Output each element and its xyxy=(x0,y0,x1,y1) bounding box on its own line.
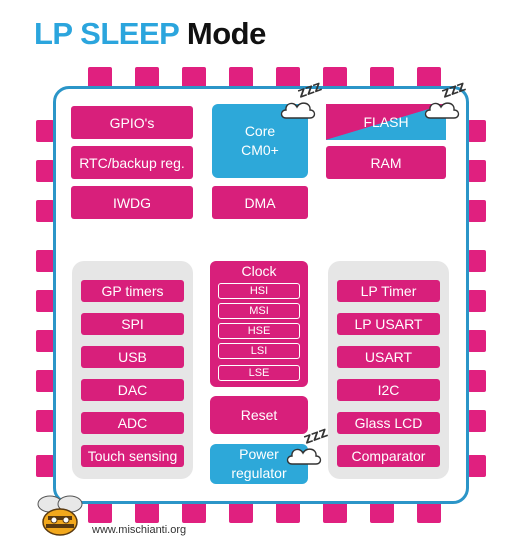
lp-usart-block: LP USART xyxy=(337,313,440,335)
chip-pin xyxy=(36,410,54,432)
clock-title: Clock xyxy=(241,263,277,279)
chip-pin xyxy=(370,502,394,523)
sleep-text: ZZZ xyxy=(441,82,466,101)
rtc-backup-block: RTC/backup reg. xyxy=(71,146,193,179)
bee-logo-icon xyxy=(37,495,83,536)
glass-lcd-block: Glass LCD xyxy=(337,412,440,434)
chip-pin xyxy=(468,200,486,222)
chip-pin xyxy=(276,502,300,523)
core-name: CM0+ xyxy=(241,142,279,158)
chip-pin xyxy=(88,67,112,88)
flash-block: FLASH xyxy=(326,104,446,140)
chip-pin xyxy=(36,200,54,222)
chip-pin xyxy=(135,502,159,523)
comparator-block: Comparator xyxy=(337,445,440,467)
website-url: www.mischianti.org xyxy=(92,524,187,536)
chip-pin xyxy=(468,290,486,312)
chip-pin xyxy=(323,67,347,88)
chip-pin xyxy=(468,410,486,432)
ram-block: RAM xyxy=(326,146,446,179)
gp-timers-block: GP timers xyxy=(81,280,184,302)
power-label: Power xyxy=(239,446,279,462)
chip-pin xyxy=(468,370,486,392)
chip-pin xyxy=(36,330,54,352)
chip-pin xyxy=(468,330,486,352)
lsi-oscillator: LSI xyxy=(218,343,300,359)
sleep-cloud-icon: ZZZ xyxy=(424,82,466,119)
sleep-text: ZZZ xyxy=(297,82,322,101)
flash-label: FLASH xyxy=(363,114,409,130)
dma-block: DMA xyxy=(212,186,308,219)
hsi-oscillator: HSI xyxy=(218,283,300,299)
core-label: Core xyxy=(244,123,276,139)
chip-pin xyxy=(468,250,486,272)
lp-timer-block: LP Timer xyxy=(337,280,440,302)
clock-block: Clock HSI MSI HSE LSI LSE xyxy=(210,261,308,387)
chip-pin xyxy=(468,160,486,182)
sleep-text: ZZZ xyxy=(303,428,328,447)
chip-pin xyxy=(36,160,54,182)
chip-pin xyxy=(135,67,159,88)
chip-pin xyxy=(468,120,486,142)
dac-block: DAC xyxy=(81,379,184,401)
chip-pin xyxy=(182,67,206,88)
i2c-block: I2C xyxy=(337,379,440,401)
chip-pin xyxy=(468,455,486,477)
chip-pin xyxy=(229,67,253,88)
title-mode-name: LP SLEEP xyxy=(34,16,179,51)
chip-pin xyxy=(417,502,441,523)
chip-pin xyxy=(276,67,300,88)
touch-sensing-block: Touch sensing xyxy=(81,445,184,467)
reset-block: Reset xyxy=(210,396,308,434)
title-mode-word: Mode xyxy=(186,16,266,51)
chip-pin xyxy=(36,290,54,312)
usart-block: USART xyxy=(337,346,440,368)
chip-pin xyxy=(370,67,394,88)
spi-block: SPI xyxy=(81,313,184,335)
hse-oscillator: HSE xyxy=(218,323,300,339)
chip-pin xyxy=(88,502,112,523)
chip-pin xyxy=(36,455,54,477)
page-title: LP SLEEP Mode xyxy=(34,16,266,52)
msi-oscillator: MSI xyxy=(218,303,300,319)
usb-block: USB xyxy=(81,346,184,368)
chip-pin xyxy=(36,120,54,142)
power-regulator-block: Power regulator xyxy=(210,444,308,484)
regulator-label: regulator xyxy=(231,465,287,481)
chip-pin xyxy=(36,250,54,272)
chip-pin xyxy=(417,67,441,88)
gpio-block: GPIO's xyxy=(71,106,193,139)
adc-block: ADC xyxy=(81,412,184,434)
lse-oscillator: LSE xyxy=(218,365,300,381)
chip-pin xyxy=(323,502,347,523)
chip-pin xyxy=(229,502,253,523)
sleep-cloud-icon: ZZZ xyxy=(280,82,322,119)
chip-pin xyxy=(36,370,54,392)
sleep-cloud-icon: ZZZ xyxy=(286,428,328,465)
iwdg-block: IWDG xyxy=(71,186,193,219)
chip-pin xyxy=(182,502,206,523)
